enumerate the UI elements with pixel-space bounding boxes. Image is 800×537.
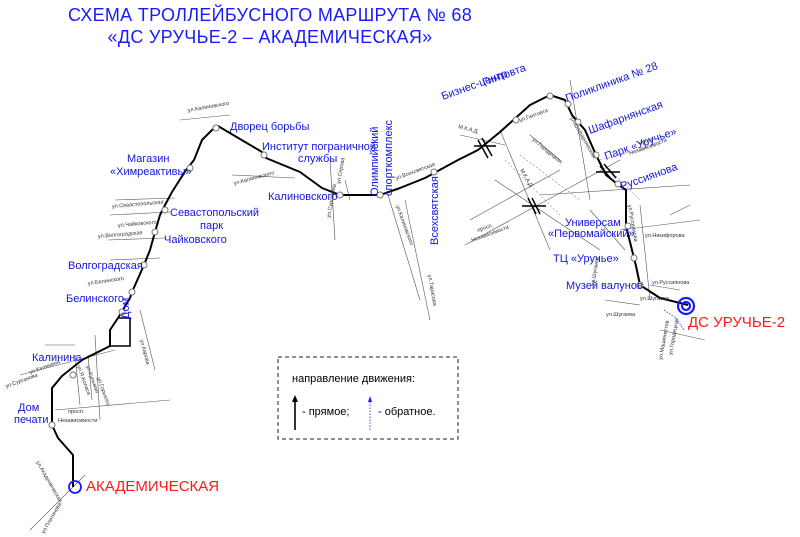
terminus-ring-end [676,296,696,316]
stop-dom-pechati-2: печати [14,414,49,426]
stop-institut-2: службы [298,153,337,165]
street-surganova-2: ул.Сурганова [326,183,338,218]
street-surganova: ул.Сурганова [5,372,40,390]
stop-shafarnyanskaya: Шафарнянская [587,99,665,137]
legend-forward: - прямое; [302,406,349,418]
street-shugaeva-3: ул.Шугаева [606,312,636,318]
street-platonova: ул.Платонова [41,501,64,535]
terminus-label-end: ДС УРУЧЬЕ-2 [688,314,785,331]
minor-roads [504,144,661,216]
stop-volgogradskaya: Волгоградская [68,260,143,272]
mkad-interchange-2 [522,197,546,215]
stop-vsekhsvyatskaya: Всехсвятская [429,176,441,245]
stop-poliklinika: Поликлиника № 28 [564,60,660,105]
street-tarasova: ул.Тарасова [426,274,438,307]
stop-olimpiysky-2: спорткомплекс [383,119,395,196]
stop-russiyanova: Руссиянова [619,161,680,193]
stop-khimreaktivy-2: «Химреактивы» [110,166,192,178]
terminus-label-start: АКАДЕМИЧЕСКАЯ [86,478,219,495]
street-gorodets: ул.Городецкая [531,137,563,165]
street-kirova: ул.Кирова [138,339,151,366]
street-sevastopolskaya: ул.Севастопольская [112,199,164,210]
street-nezav-2a: просп. [477,222,495,233]
street-shugaeva-2: ул.Шугаева [640,296,670,302]
map-title-line-2: «ДС УРУЧЬЕ-2 – АКАДЕМИЧЕСКАЯ» [107,27,433,47]
stop-gintovta: Гинтовта [481,62,528,89]
legend-heading: направление движения: [292,373,415,385]
street-nezavisimosti-2: Независимости [58,418,98,424]
stop-markers [48,92,644,429]
stop-sevastopolsky-1: Севастопольский [170,207,259,219]
street-nikiforova: ул.Никифорова [645,233,685,239]
stop-kalinovskogo: Калиновского [268,191,337,203]
stop-universam-1: Универсам [565,217,621,229]
street-chaykovskogo: ул.Чайковского [118,219,157,229]
stop-dom-molodezhi-1: Дом [120,298,132,319]
legend-backward-arrow-icon [368,396,372,430]
street-serova: ул.Серова [336,156,347,184]
street-network [19,79,706,531]
street-russiyanova-2: ул.Руссиянова [652,280,690,286]
street-akademicheskaya: ул.Академическая [34,460,63,504]
mkad-interchange-3 [596,163,620,181]
stop-dom-pechati-1: Дом [18,402,39,414]
legend: направление движения: - прямое; - обратн… [277,356,459,440]
stop-chaykovskogo: Чайковского [164,234,227,246]
terminus-ring-start [68,480,82,494]
stop-khimreaktivy-1: Магазин [127,153,169,165]
street-belinskogo: ул.Белинского [87,276,124,287]
legend-forward-arrow-icon [292,395,298,430]
map-title-line-1: СХЕМА ТРОЛЛЕЙБУСНОГО МАРШРУТА № 68 [67,5,473,25]
street-volgogradskaya: ул.Волгоградская [98,230,143,240]
street-nezav-3a: просп. [639,135,657,146]
stop-sevastopolsky-2: парк [200,220,223,232]
stop-olimpiysky-1: Олимпийский [369,127,381,196]
stop-dvorets-borby: Дворец борьбы [230,121,309,133]
route-line-loop [109,317,131,347]
stop-institut-1: Институт пограничной [262,141,376,153]
mkad-interchange-1 [474,137,496,159]
legend-backward: - обратное. [378,406,436,418]
street-kalinovskogo-2: ул.Калиновского [233,170,275,187]
street-kalinovskogo-1: ул.Калиновского [187,101,229,114]
stop-muzey-valunov: Музей валунов [566,280,643,292]
street-nezavisimosti-1: просп. [68,409,85,415]
stop-kalinina: Калинина [32,352,82,364]
street-mkad-1: М.К.А.Д. [457,124,480,135]
backward-direction-line [663,309,685,331]
stop-universam-2: «Первомайский» [548,228,635,240]
stop-tts-uruchye: ТЦ «Уручье» [553,253,619,265]
street-shugaeva-1: ул.Шугаева [590,256,601,287]
stop-belinskogo: Белинского [66,293,124,305]
street-labels: ул.Платонова ул.Академическая просп. Нез… [5,101,691,535]
